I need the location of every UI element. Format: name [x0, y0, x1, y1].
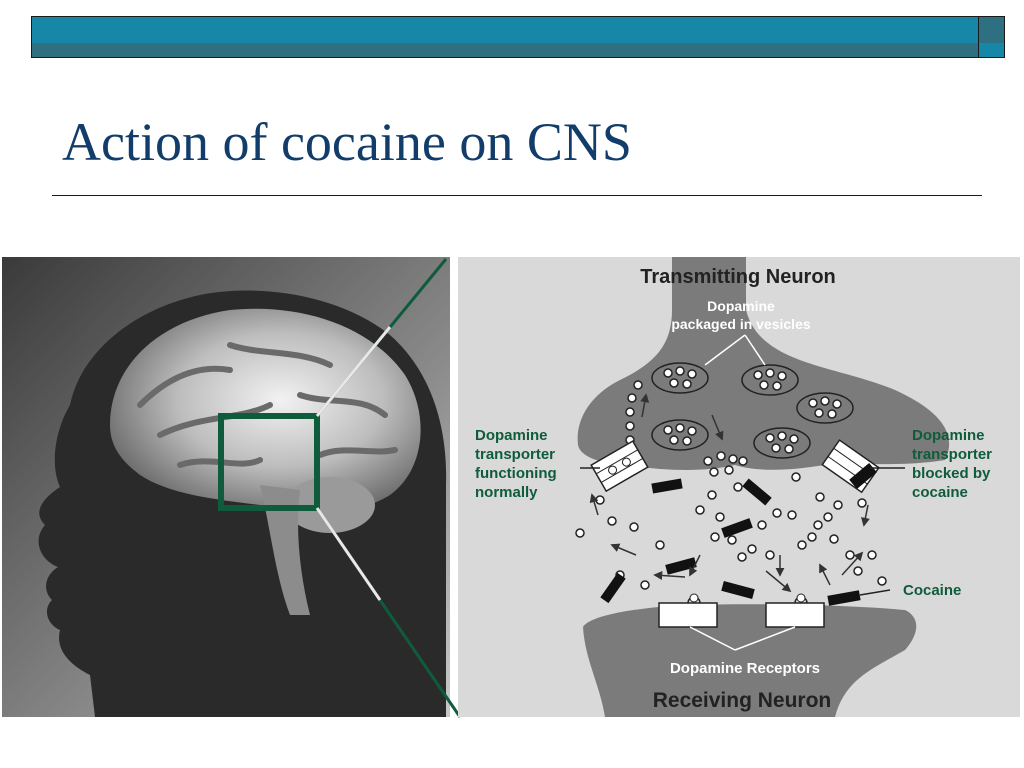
vesicles-label-line-2: packaged in vesicles — [671, 316, 811, 332]
left-transporter-label-4: normally — [475, 484, 538, 501]
cocaine-synapse-figure: Transmitting Neuron Dopamine packaged in… — [2, 257, 1020, 718]
brain-scan-image — [2, 257, 462, 718]
vesicles-label-line-1: Dopamine — [707, 298, 775, 314]
dopamine-vesicles — [651, 362, 854, 459]
left-transporter-label-1: Dopamine — [475, 427, 548, 444]
right-transporter-label-2: transporter — [912, 446, 992, 463]
right-transporter-label-1: Dopamine — [912, 427, 985, 444]
left-transporter-label-3: functioning — [475, 465, 557, 482]
cocaine-molecules — [600, 478, 861, 606]
right-dopamine-receptor — [765, 602, 825, 628]
right-transporter-label-4: cocaine — [912, 484, 968, 501]
corner-square-upper — [979, 17, 1004, 43]
cocaine-label: Cocaine — [903, 582, 961, 599]
synapse-diagram: Transmitting Neuron Dopamine packaged in… — [458, 257, 1020, 717]
top-neuron-label: Transmitting Neuron — [640, 266, 836, 288]
bar-lower — [32, 43, 978, 57]
left-transporter-label-2: transporter — [475, 446, 555, 463]
bottom-neuron-label: Receiving Neuron — [653, 689, 832, 712]
bar-upper — [32, 17, 978, 43]
corner-square-lower — [979, 43, 1004, 57]
title-bar-decoration — [31, 16, 1005, 58]
right-transporter-label-3: blocked by — [912, 465, 991, 482]
bar-divider — [978, 17, 979, 57]
left-dopamine-receptor — [658, 602, 718, 628]
slide-title: Action of cocaine on CNS — [62, 112, 632, 172]
title-underline — [52, 195, 982, 196]
receiving-neuron-shape — [583, 604, 917, 717]
receptors-label: Dopamine Receptors — [670, 660, 820, 677]
left-dopamine-transporter — [590, 440, 649, 493]
